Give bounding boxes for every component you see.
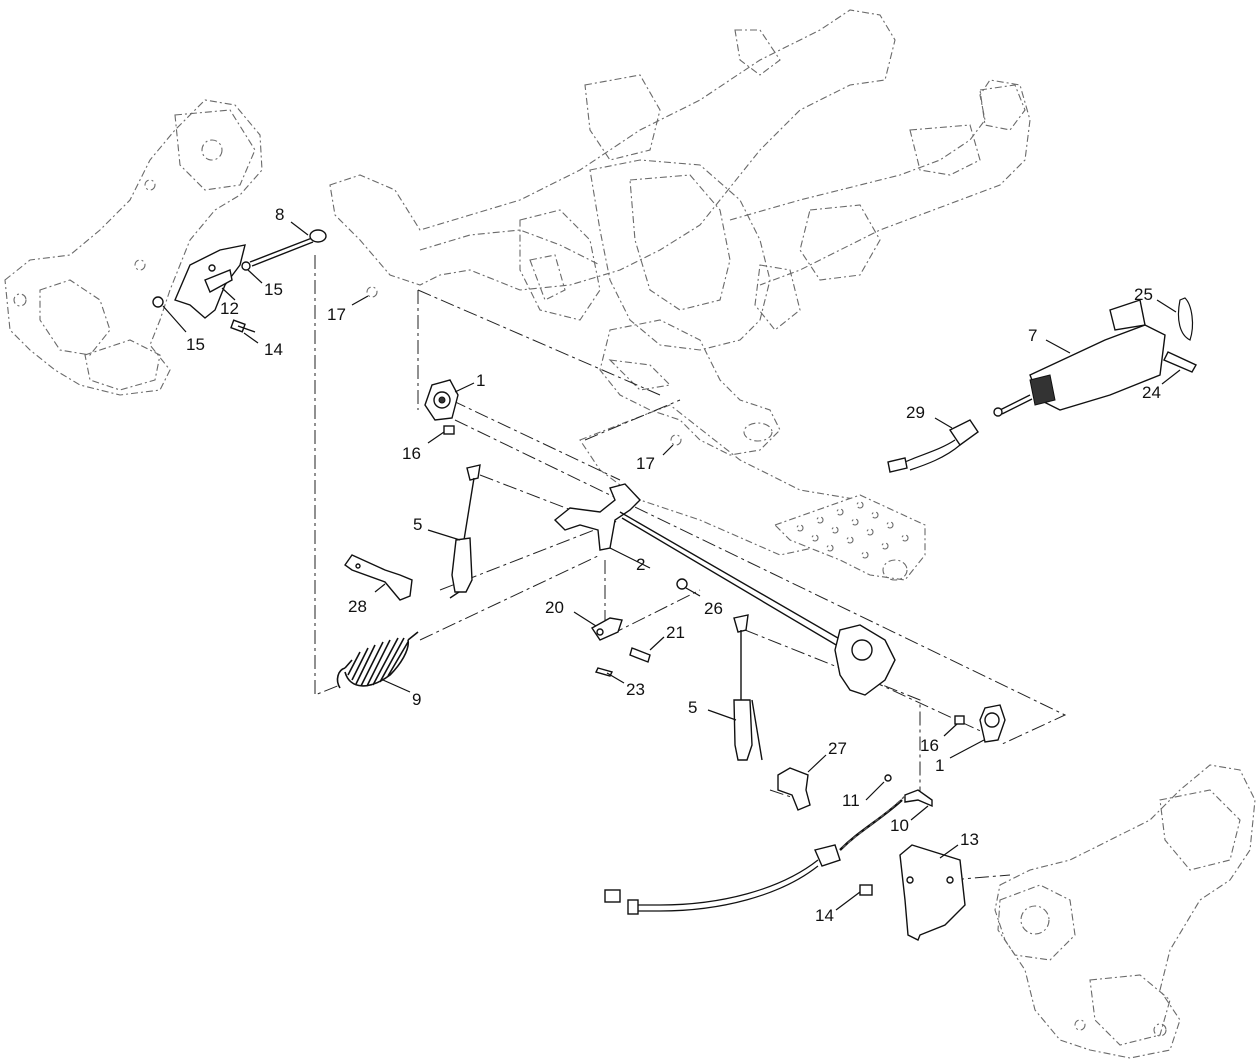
part-2-shaft [553,483,896,696]
part-14-bolt-top [230,319,256,333]
callout-5: 5 [413,515,422,534]
part-1-bearing-left [424,379,459,421]
part-7-actuator [993,299,1166,417]
part-1-bearing-right [979,704,1006,743]
callout-29: 29 [906,403,925,422]
callout-12: 12 [220,299,239,318]
callout-26: 26 [704,599,723,618]
callout-28: 28 [348,597,367,616]
part-15-nuts [152,261,251,308]
callout-17: 17 [327,305,346,324]
part-5-rod-upper [449,464,481,599]
callout-20: 20 [545,598,564,617]
part-26-nut [676,578,688,590]
assembly-lines [314,255,1067,881]
callout-25: 25 [1134,285,1153,304]
part-12-bracket [174,244,246,319]
part-25-clip [1177,297,1194,341]
callout-14: 14 [815,906,834,925]
part-20-clevis [590,617,623,641]
part-29-switch [887,419,979,473]
callout-8: 8 [275,205,284,224]
callout-10: 10 [890,816,909,835]
part-16-bolt-left [443,425,455,435]
part-11-clip [884,774,892,782]
part-27-bracket [777,767,811,811]
leader-lines [162,221,1181,911]
part-28-bracket [344,554,413,601]
part-21-pin [629,647,651,663]
callout-21: 21 [666,623,685,642]
callout-9: 9 [412,690,421,709]
callout-15: 15 [186,335,205,354]
callout-23: 23 [626,680,645,699]
callout-27: 27 [828,739,847,758]
callout-16: 16 [920,736,939,755]
callout-1: 1 [935,756,944,775]
callout-17: 17 [636,454,655,473]
callout-5: 5 [688,698,697,717]
part-13-bracket [899,844,966,941]
part-16-bolt-right [954,715,965,725]
callout-13: 13 [960,830,979,849]
callout-24: 24 [1142,383,1161,402]
step-holes [796,501,909,559]
part-9-spring [336,631,419,689]
callout-16: 16 [402,444,421,463]
part-24-pin [1163,351,1197,373]
callout-2: 2 [636,555,645,574]
part-5-rod-lower [733,614,763,761]
part-14-bolt-lower [859,884,873,896]
callout-7: 7 [1028,326,1037,345]
callout-1: 1 [476,371,485,390]
control-cable [604,795,906,915]
part-10-pin [904,789,933,808]
frame-ghost [329,9,1031,581]
right-housing-ghost [994,764,1256,1059]
callout-14: 14 [264,340,283,359]
left-housing-ghost [4,99,263,396]
callout-15: 15 [264,280,283,299]
part-8-eyebolt [249,229,327,267]
callout-11: 11 [842,791,860,810]
callout-labels: 8 15 12 15 14 17 1 16 17 5 28 9 2 20 26 … [186,205,1161,925]
